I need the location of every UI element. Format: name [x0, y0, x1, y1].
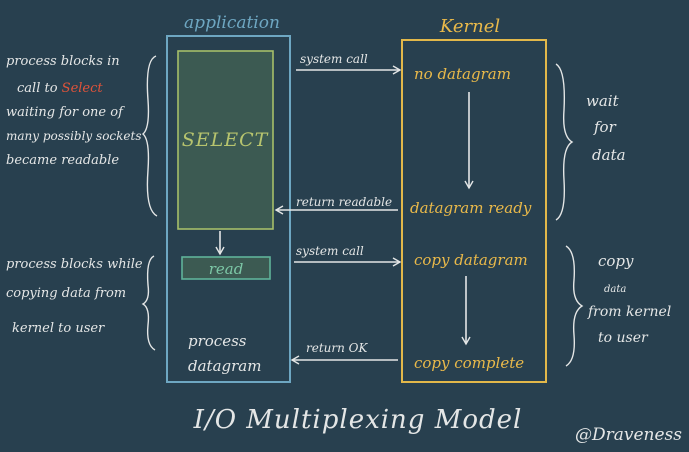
left-note2-line1: process blocks while	[6, 257, 143, 272]
system-call-label-1: system call	[300, 52, 368, 66]
left-brace-1	[141, 55, 158, 217]
process-datagram-line1: process	[188, 332, 247, 350]
kernel-copy-complete: copy complete	[414, 354, 524, 372]
select-box-label: SELECT	[182, 129, 269, 151]
return-readable-label: return readable	[296, 195, 392, 209]
left-brace-2	[141, 255, 156, 351]
left-note2-line3: kernel to user	[12, 321, 105, 336]
right-note-copy-line2: data	[604, 284, 626, 295]
read-box	[181, 256, 271, 280]
kernel-datagram-ready: datagram ready	[410, 199, 532, 217]
system-call-label-2: system call	[296, 244, 364, 258]
left-note1-line1: process blocks in	[6, 54, 120, 69]
kernel-no-datagram: no datagram	[414, 65, 511, 83]
kernel-copy-datagram: copy datagram	[414, 251, 528, 269]
left-note1-line2: call to Select	[17, 81, 103, 96]
return-ok-label: return OK	[306, 341, 369, 355]
author-signature: @Draveness	[575, 425, 682, 445]
read-box-label: read	[209, 260, 244, 278]
process-datagram-line2: datagram	[188, 357, 261, 375]
diagram-title: I/O Multiplexing Model	[193, 405, 523, 435]
right-note-wait-line1: wait	[586, 92, 620, 110]
kernel-column	[401, 39, 547, 383]
application-header: application	[184, 13, 280, 33]
left-note1-line5: became readable	[6, 153, 119, 168]
left-note1-line3: waiting for one of	[6, 105, 125, 120]
right-brace-1	[555, 63, 574, 221]
application-column	[166, 35, 291, 383]
kernel-header: Kernel	[439, 16, 500, 37]
right-note-wait-line2: for	[593, 118, 617, 136]
right-note-copy-line3: from kernel	[587, 304, 671, 320]
select-highlight-word: Select	[62, 81, 104, 96]
left-note1-line4: many possibly sockets	[6, 129, 142, 143]
right-note-copy-line1: copy	[598, 252, 634, 270]
right-note-wait-line3: data	[592, 146, 626, 164]
left-note2-line2: copying data from	[6, 286, 126, 301]
right-brace-2	[565, 245, 584, 367]
right-note-copy-line4: to user	[598, 330, 649, 346]
select-box	[177, 50, 274, 230]
left-note1-line2-text: call to	[17, 81, 62, 96]
